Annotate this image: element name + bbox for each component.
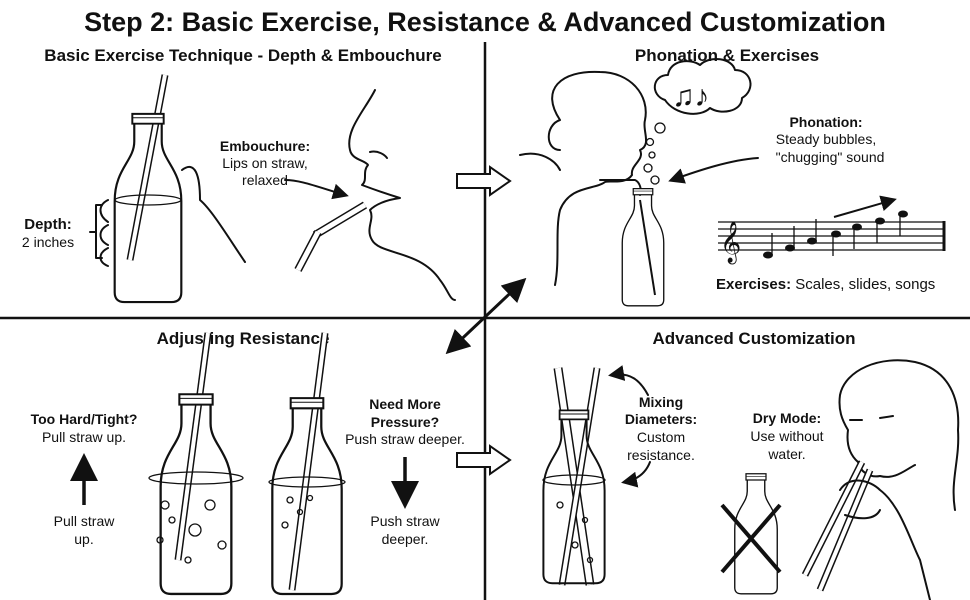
too-hard-label: Too Hard/Tight? [31,411,138,427]
svg-text:♫♪: ♫♪ [672,80,710,113]
dry-mode-text: Use without [750,428,823,444]
embouchure-text: relaxed [242,172,288,188]
svg-text:𝄞: 𝄞 [720,221,741,264]
panel-advanced-customization: Advanced Customization Mixing Diameters:… [542,329,960,600]
push-straw-text: Push straw [370,513,440,529]
bottle-straw-deeper-illustration [268,332,346,596]
depth-label: Depth: [24,216,72,233]
phonation-text: Steady bubbles, [776,131,876,147]
depth-value: 2 inches [22,234,74,250]
bottle-straw-pulled-up-illustration [148,332,244,596]
embouchure-text: Lips on straw, [222,155,308,171]
dry-mode-text: water. [767,446,805,462]
panel-adjusting-resistance: Adjusting Resistance Too Hard/Tight? Pul… [31,329,465,596]
embouchure-label: Embouchure: [220,138,310,154]
arrow-icon [621,461,651,488]
right-arrow-icon [456,165,512,197]
mixing-label: Mixing [639,394,683,410]
push-straw-text: deeper. [382,531,429,547]
dry-mode-label: Dry Mode: [753,410,821,426]
panel-basic-technique: Basic Exercise Technique - Depth & Embou… [22,46,456,304]
exercises-text: Scales, slides, songs [795,276,935,293]
panel-heading: Adjusting Resistance [157,329,330,348]
exercises-caption: Exercises: Scales, slides, songs [716,276,935,293]
arrow-icon [284,179,349,200]
bottle-with-straw-illustration [99,74,246,304]
pull-straw-text: up. [74,531,93,547]
phonation-label: Phonation: [789,114,862,130]
arrow-icon [608,365,649,396]
panel-phonation: Phonation & Exercises ♫♪ Phonation: Stea… [519,46,946,307]
man-blowing-straw-illustration [519,70,665,307]
need-more-text: Push straw deeper. [345,431,465,447]
diagonal-double-arrow-icon [445,277,527,355]
panel-heading: Phonation & Exercises [635,46,819,65]
too-hard-text: Pull straw up. [42,429,126,445]
need-more-label: Need More [369,396,441,412]
panel-heading: Basic Exercise Technique - Depth & Embou… [44,46,441,65]
thought-cloud-music-notes-icon: ♫♪ [645,58,752,147]
need-more-label: Pressure? [371,414,439,430]
pull-straw-text: Pull straw [54,513,116,529]
mixing-text: Custom [637,429,685,445]
panel-heading: Advanced Customization [652,329,855,348]
crossed-out-bottle-icon [720,472,782,595]
mixing-label: Diameters: [625,411,697,427]
music-staff-scale-icon: 𝄞 [718,195,946,264]
phonation-text: "chugging" sound [776,149,885,165]
exercises-label: Exercises: [716,276,791,293]
man-dry-mode-illustration [801,359,960,600]
bottle-mixed-straws-illustration [542,367,606,586]
depth-bracket [89,204,103,259]
face-profile-illustration [294,89,456,301]
page-title: Step 2: Basic Exercise, Resistance & Adv… [84,7,886,37]
right-arrow-icon [456,444,512,476]
mixing-text: resistance. [627,447,695,463]
arrow-icon [668,157,759,184]
